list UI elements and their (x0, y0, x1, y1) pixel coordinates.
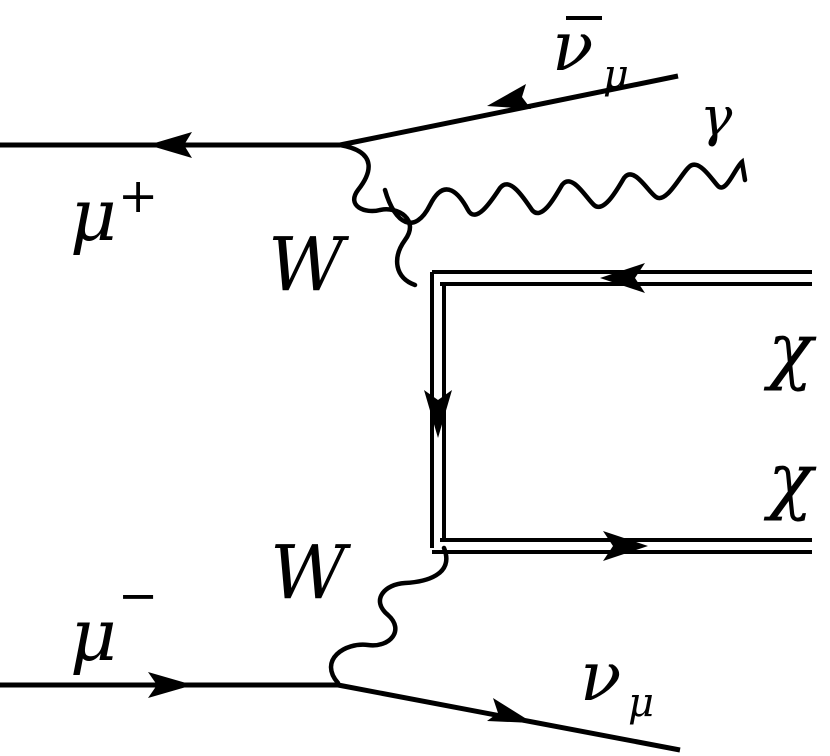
nubar-mu-arrow (487, 84, 531, 109)
nubar-mu-line (339, 73, 679, 148)
chi-vertical-arrow (424, 390, 452, 438)
w-top-label: W (268, 222, 350, 308)
mu-minus-arrow (148, 672, 193, 698)
mu-plus-label: μ (70, 173, 117, 257)
w-bottom-label: W (270, 530, 352, 616)
mu-plus-superscript: + (118, 168, 158, 224)
chi-bottom-arrow (603, 531, 648, 561)
chi-top-label: χ (763, 307, 817, 393)
chi-top-arrow (600, 263, 645, 293)
nu-mu-arrow (487, 698, 533, 723)
chi-bottom-label: χ (763, 437, 817, 523)
w-boson-bottom (328, 545, 449, 686)
mu-plus-arrow (148, 132, 192, 158)
nubar-mu-subscript: μ (603, 52, 629, 98)
mu-minus-label: μ (70, 593, 117, 677)
mu-minus-superscript: − (118, 568, 158, 624)
gamma-label: γ (700, 85, 733, 148)
nu-mu-subscript: μ (628, 680, 654, 726)
w-boson-top (337, 142, 418, 288)
nu-mu-label: ν (580, 638, 621, 717)
photon-line (382, 157, 748, 225)
nubar-mu-label: ν (552, 8, 593, 87)
